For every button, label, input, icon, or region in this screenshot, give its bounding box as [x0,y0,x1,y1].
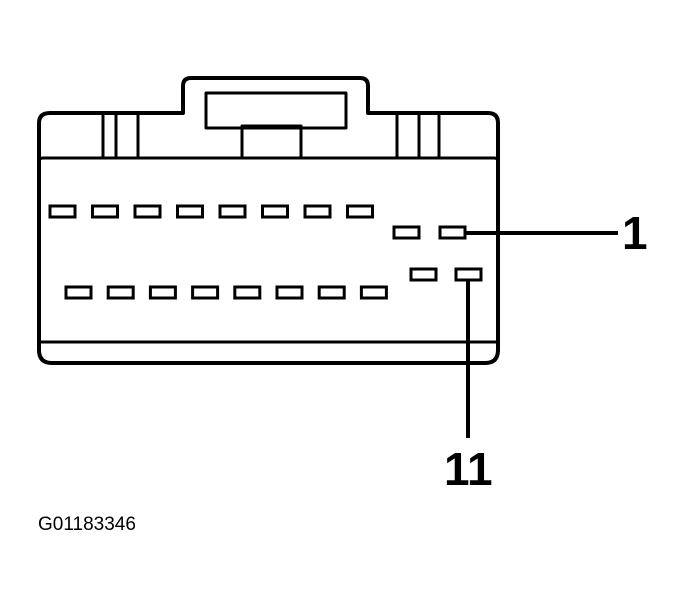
housing-outline [37,76,500,365]
callout-label-pin-1: 1 [622,207,648,259]
left-ribs [101,113,140,158]
cavity-top-row [218,204,247,219]
cavity-bottom-row [275,285,304,300]
callout-label-pin-11: 11 [444,443,493,495]
connector-housing [37,76,500,365]
cavity-bottom-row [64,285,93,300]
right-ribs [395,113,441,158]
cavity-bottom-row [191,285,220,300]
cavity-bottom-row [148,285,177,300]
cavity-top-row [176,204,204,219]
cavity-top-row [392,225,421,240]
figure-id: G01183346 [38,514,136,535]
cavity-pin-11 [454,267,483,282]
cavity-top-row [261,204,289,219]
cavity-top-row [91,204,119,219]
cavity-bottom-row [106,285,135,300]
cavity-bottom-row [359,285,388,300]
cavity-top-row [303,204,332,219]
cavity-bottom-row [317,285,346,300]
cavity-pin-1 [438,225,467,240]
cavity-top-row [133,204,162,219]
cavity-bottom-row [233,285,262,300]
callout-leaders [466,231,618,438]
cavity-bottom-row [409,267,438,282]
terminal-cavities [48,204,483,300]
lock-latch [240,124,303,158]
cavity-top-row [346,204,374,219]
cavity-top-row [48,204,77,219]
connector-face [37,156,500,344]
lock-window [204,91,348,130]
